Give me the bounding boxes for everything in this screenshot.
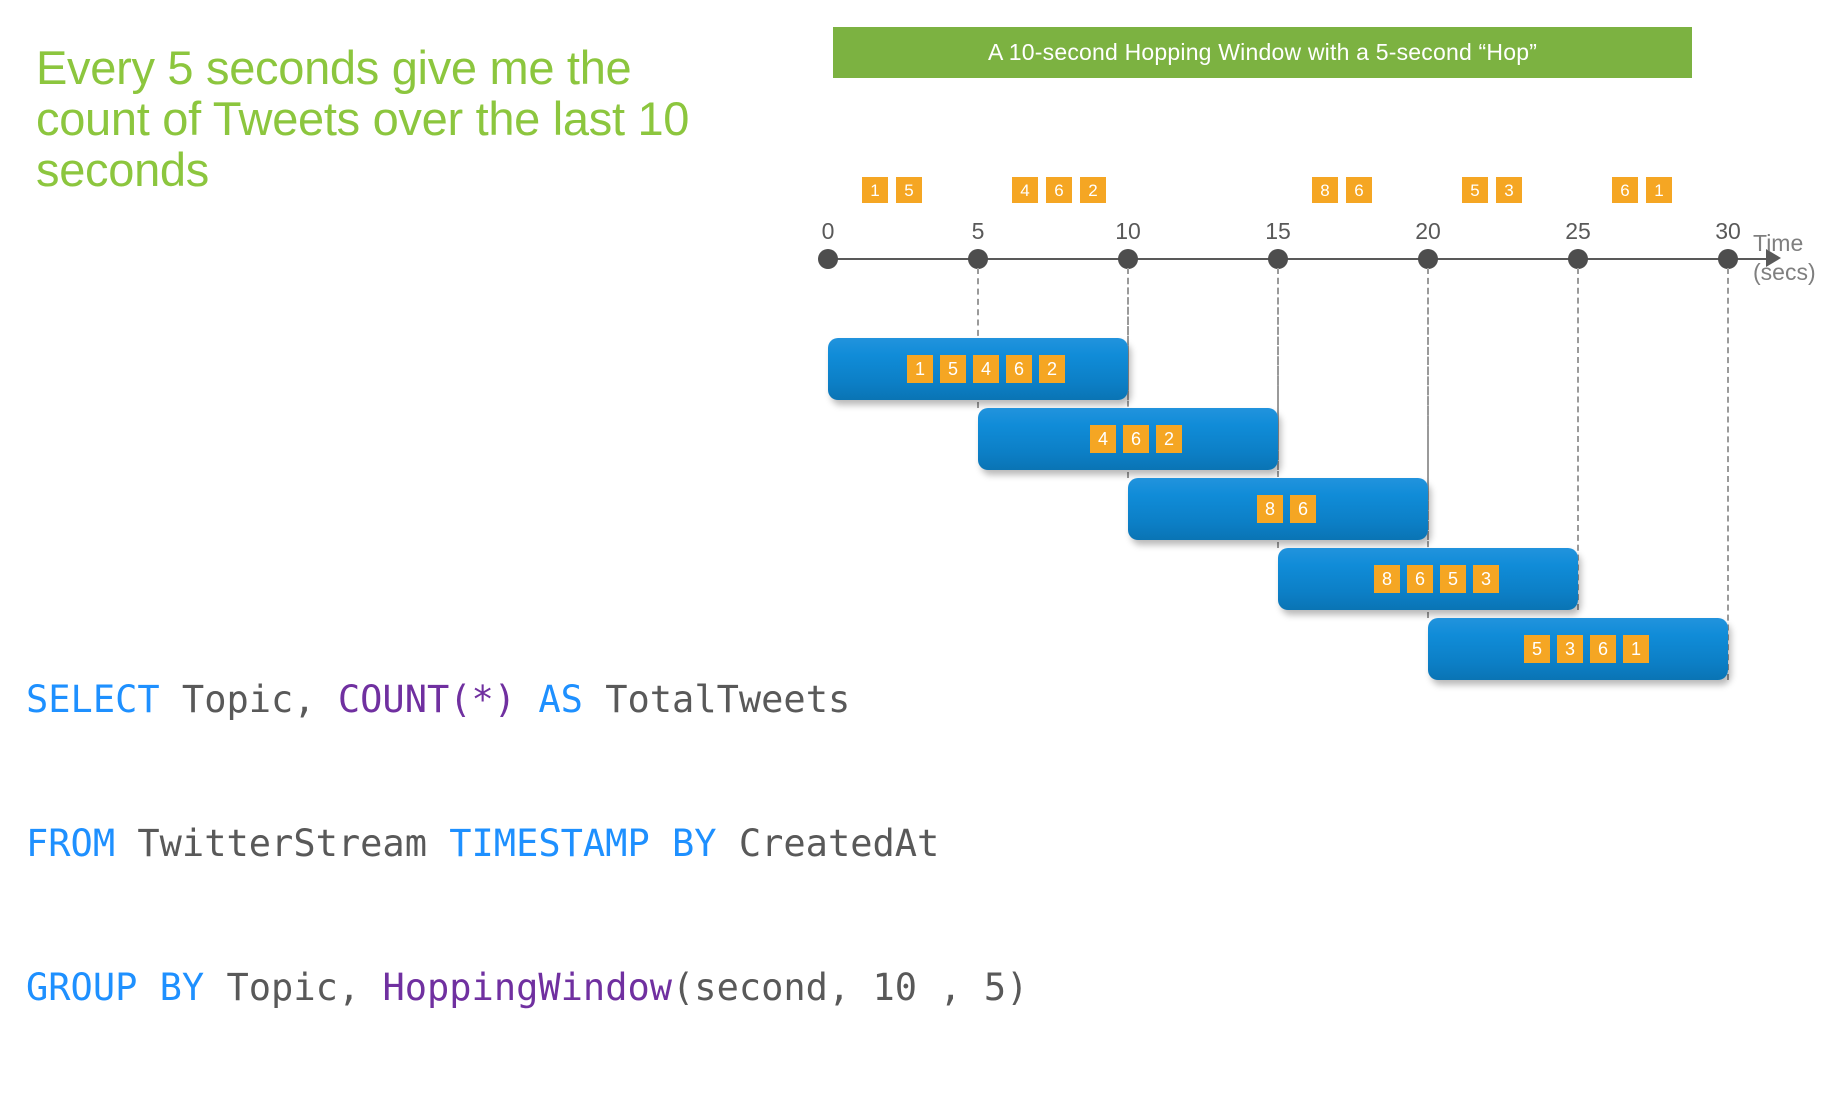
event-chip: 6 (1612, 177, 1638, 203)
sql-token: COUNT(*) (337, 678, 517, 721)
window-chip: 3 (1473, 565, 1499, 593)
sql-token: Topic, (159, 678, 338, 721)
sql-line-1: SELECT Topic, COUNT(*) AS TotalTweets (26, 676, 1028, 724)
event-chip: 1 (862, 177, 888, 203)
window-chip: 6 (1006, 355, 1032, 383)
banner: A 10-second Hopping Window with a 5-seco… (833, 27, 1692, 78)
guide-line-15 (1277, 268, 1279, 548)
guide-line-30 (1727, 268, 1729, 680)
axis-tick-label-10: 10 (1115, 218, 1141, 244)
event-chip: 4 (1012, 177, 1038, 203)
sql-token: AS (538, 678, 583, 721)
window-chip: 8 (1257, 495, 1283, 523)
sql-line-3: GROUP BY Topic, HoppingWindow(second, 10… (26, 964, 1028, 1012)
event-chip: 8 (1312, 177, 1338, 203)
time-axis-line (828, 258, 1766, 260)
event-chip: 5 (1462, 177, 1488, 203)
window-chip: 2 (1039, 355, 1065, 383)
page-title: Every 5 seconds give me the count of Twe… (36, 41, 702, 196)
slide-canvas: Every 5 seconds give me the count of Twe… (26, 27, 1816, 1009)
window-chip: 1 (907, 355, 933, 383)
axis-tick-label-25: 25 (1565, 218, 1591, 244)
guide-line-10 (1127, 268, 1129, 478)
window-chip: 5 (1440, 565, 1466, 593)
sql-token: HoppingWindow (382, 966, 673, 1009)
window-chip: 6 (1123, 425, 1149, 453)
window-chip: 4 (973, 355, 999, 383)
event-chip: 3 (1496, 177, 1522, 203)
axis-tick-label-15: 15 (1265, 218, 1291, 244)
sql-token: TIMESTAMP BY (449, 822, 717, 865)
event-chip: 6 (1046, 177, 1072, 203)
axis-tick-label-0: 0 (821, 218, 835, 244)
event-chip: 1 (1646, 177, 1672, 203)
axis-tick-dot-15 (1268, 249, 1288, 269)
banner-title: A 10-second Hopping Window with a 5-seco… (987, 39, 1538, 65)
guide-line-20 (1427, 268, 1429, 618)
window-chip: 6 (1290, 495, 1316, 523)
time-axis-arrow-icon (1766, 249, 1781, 267)
sql-token: FROM (26, 822, 116, 865)
event-chip: 5 (896, 177, 922, 203)
axis-tick-dot-25 (1568, 249, 1588, 269)
sql-token (516, 678, 538, 721)
axis-label-time: Time (secs) (1753, 230, 1816, 285)
sql-token: Topic, (204, 966, 383, 1009)
axis-tick-dot-5 (968, 249, 988, 269)
axis-tick-dot-20 (1418, 249, 1438, 269)
window-chip: 5 (940, 355, 966, 383)
window-chip: 6 (1407, 565, 1433, 593)
axis-tick-label-20: 20 (1415, 218, 1441, 244)
axis-tick-dot-10 (1118, 249, 1138, 269)
sql-token: CreatedAt (716, 822, 940, 865)
guide-line-25 (1577, 268, 1579, 610)
window-chip: 1 (1623, 635, 1649, 663)
sql-query-block: SELECT Topic, COUNT(*) AS TotalTweets FR… (26, 580, 1028, 1108)
axis-tick-dot-0 (818, 249, 838, 269)
window-chip: 5 (1524, 635, 1550, 663)
window-chip: 2 (1156, 425, 1182, 453)
axis-tick-label-30: 30 (1715, 218, 1741, 244)
event-chip: 2 (1080, 177, 1106, 203)
sql-token: TwitterStream (115, 822, 450, 865)
window-chip: 3 (1557, 635, 1583, 663)
sql-token: TotalTweets (582, 678, 851, 721)
sql-token: SELECT (26, 678, 160, 721)
event-chip: 6 (1346, 177, 1372, 203)
sql-token: (second, 10 , 5) (672, 966, 1029, 1009)
axis-tick-label-5: 5 (971, 218, 985, 244)
sql-line-2: FROM TwitterStream TIMESTAMP BY CreatedA… (26, 820, 1028, 868)
window-chip: 4 (1090, 425, 1116, 453)
window-chip: 8 (1374, 565, 1400, 593)
sql-token: GROUP BY (26, 966, 205, 1009)
window-chip: 6 (1590, 635, 1616, 663)
axis-tick-dot-30 (1718, 249, 1738, 269)
